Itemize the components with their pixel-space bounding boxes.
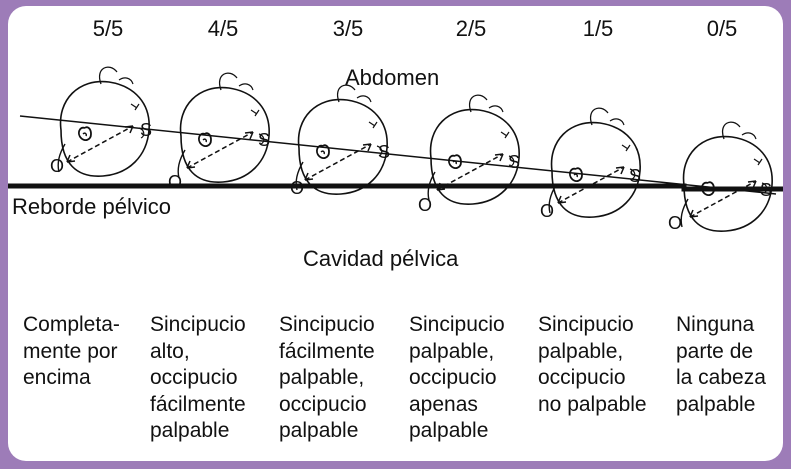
stage-fraction: 4/5 xyxy=(207,16,239,41)
description-line: parte de xyxy=(676,339,754,363)
stage-fraction: 0/5 xyxy=(706,16,738,41)
description-line: Sincipucio xyxy=(279,313,375,336)
pelvic-brim-label: Reborde pélvico xyxy=(12,194,171,219)
description-line: occipucio xyxy=(538,366,626,389)
stage-fraction: 2/5 xyxy=(455,16,487,41)
description-line: Sincipucio xyxy=(150,313,246,336)
description-line: apenas xyxy=(409,392,478,416)
description-line: fácilmente xyxy=(279,339,375,363)
stage-description: Ninguna parte de la cabeza palpable xyxy=(676,312,766,418)
fetal-head-4-5 xyxy=(177,72,271,184)
stage-fraction: 1/5 xyxy=(582,16,614,41)
description-line: fácilmente xyxy=(150,392,246,416)
description-line: Sincipucio xyxy=(538,313,634,336)
occiput-marker: O xyxy=(418,195,432,215)
description-line: occipucio xyxy=(409,366,497,389)
fetal-head-0-5 xyxy=(680,121,774,233)
description-line: mente por xyxy=(23,339,118,363)
sinciput-marker: S xyxy=(508,152,520,172)
pelvic-brim-line xyxy=(8,183,783,192)
stage-description: Sincipucio fácilmente palpable, occipuci… xyxy=(279,312,375,445)
palpation-line xyxy=(19,115,777,195)
stage-description: Sincipucio alto, occipucio fácilmente pa… xyxy=(150,312,246,445)
sinciput-marker: S xyxy=(760,180,772,200)
pelvic-cavity-label: Cavidad pélvica xyxy=(303,246,459,271)
description-line: alto, xyxy=(150,339,190,363)
abdomen-label: Abdomen xyxy=(345,65,440,90)
description-line: la cabeza xyxy=(676,366,766,389)
occiput-marker: O xyxy=(668,213,682,233)
description-line: palpable xyxy=(409,419,489,442)
point-markers: O S O S O S O S O S O S xyxy=(50,120,772,233)
description-line: Ninguna xyxy=(676,313,755,336)
fetal-head-3-5 xyxy=(295,84,389,196)
description-line: palpable, xyxy=(538,339,624,363)
description-line: palpable, xyxy=(279,366,365,389)
description-line: palpable, xyxy=(409,339,495,363)
occiput-marker: O xyxy=(540,201,554,221)
description-line: Sincipucio xyxy=(409,313,505,336)
stage-description: Sincipucio palpable, occipucio apenas pa… xyxy=(409,312,505,445)
sinciput-marker: S xyxy=(140,120,152,140)
description-line: encima xyxy=(23,366,91,389)
description-line: palpable xyxy=(676,392,756,416)
stage-fraction: 5/5 xyxy=(92,16,124,41)
diagram-panel: 5/5 4/5 3/5 2/5 1/5 0/5 Abdomen Reborde … xyxy=(8,6,783,461)
description-line: occipucio xyxy=(279,392,367,416)
occiput-marker: O xyxy=(290,178,304,198)
sinciput-marker: S xyxy=(378,142,390,162)
occiput-marker: O xyxy=(168,172,182,192)
occiput-marker: O xyxy=(50,156,64,176)
fetal-head-descent-figure: O S O S O S O S O S O S xyxy=(8,66,783,233)
fetal-head-1-5 xyxy=(548,107,642,219)
stage-description: Sincipucio palpable, occipucio no palpab… xyxy=(538,312,647,418)
description-line: palpable xyxy=(150,419,230,442)
description-line: palpable xyxy=(279,419,359,442)
sinciput-marker: S xyxy=(629,166,641,186)
stage-fraction: 3/5 xyxy=(332,16,364,41)
description-line: no palpable xyxy=(538,392,647,416)
stage-description: Completa- mente por encima xyxy=(23,312,120,392)
description-line: Completa- xyxy=(23,313,120,336)
sinciput-marker: S xyxy=(258,130,270,150)
description-line: occipucio xyxy=(150,366,238,389)
